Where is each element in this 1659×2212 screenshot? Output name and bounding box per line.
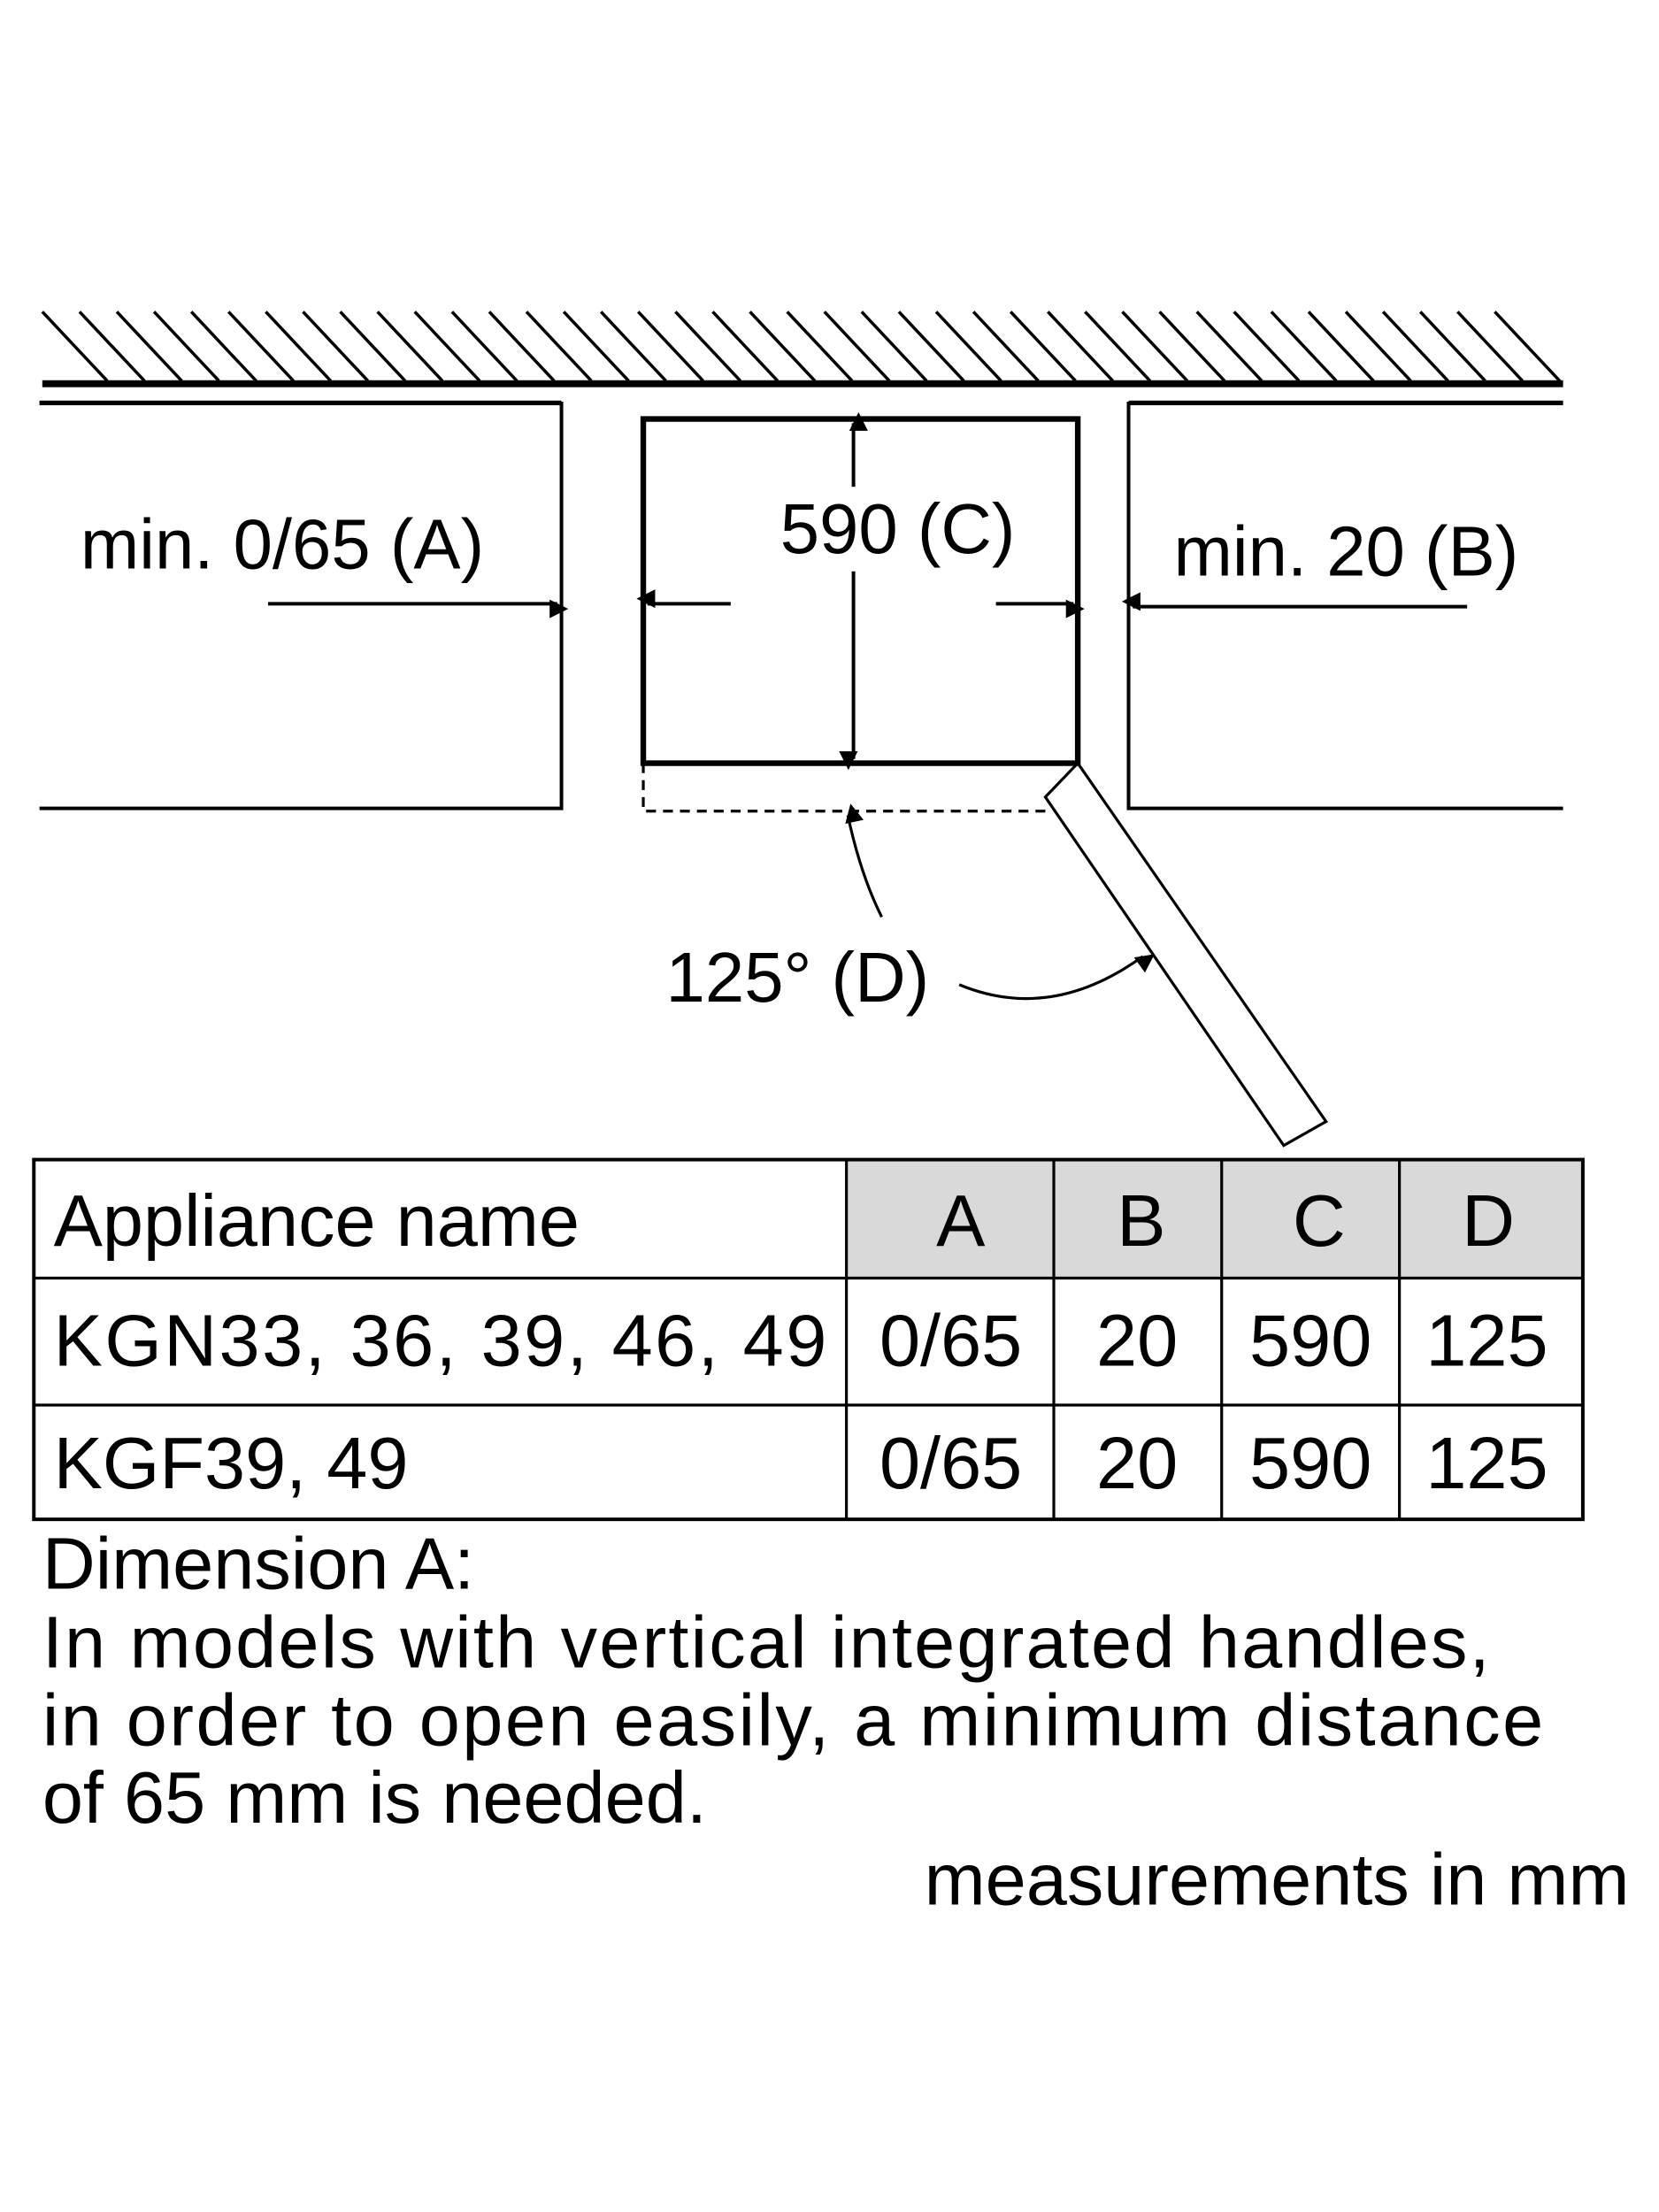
hatch-line	[1047, 311, 1114, 382]
hatch-line	[1381, 311, 1449, 382]
units-note: measurements in mm	[925, 1838, 1630, 1920]
hatch-line	[189, 311, 257, 382]
hatch-line	[1494, 311, 1562, 382]
hatch-line	[227, 311, 295, 382]
appliance-body	[640, 416, 1081, 766]
hatch-line	[860, 311, 928, 382]
hatch-line	[599, 311, 667, 382]
row2-b: 20	[1096, 1422, 1178, 1504]
header-a: A	[936, 1179, 986, 1262]
hatch-line	[78, 311, 146, 382]
row1-c: 590	[1249, 1299, 1371, 1381]
dimensions-table: Appliance name A B C D KGN33, 36, 39, 46…	[32, 1157, 1585, 1522]
hatch-line	[562, 311, 630, 382]
row1-b: 20	[1096, 1299, 1178, 1381]
hatch-line	[1084, 311, 1152, 382]
label-d: 125° (D)	[666, 938, 930, 1017]
hatch-line	[1270, 311, 1338, 382]
hatch-line	[1121, 311, 1189, 382]
header-d: D	[1462, 1179, 1515, 1262]
row1-name: KGN33, 36, 39, 46, 49	[54, 1299, 827, 1381]
hatch-line	[1233, 311, 1301, 382]
hatch-line	[488, 311, 556, 382]
left-cabinet	[39, 402, 564, 810]
table-border	[32, 1157, 1585, 1522]
hatch-line	[897, 311, 965, 382]
hatch-line	[1195, 311, 1263, 382]
row2-d: 125	[1425, 1422, 1548, 1504]
row1-a: 0/65	[879, 1299, 1022, 1381]
hatch-line	[749, 311, 817, 382]
label-a: min. 0/65 (A)	[81, 505, 484, 584]
header-b: B	[1117, 1179, 1165, 1262]
row2-c: 590	[1249, 1422, 1371, 1504]
hatch-line	[786, 311, 854, 382]
hatch-line	[934, 311, 1002, 382]
header-appliance-name: Appliance name	[54, 1179, 580, 1262]
hatch-line	[450, 311, 518, 382]
label-c: 590 (C)	[780, 489, 1016, 568]
note-line: of 65 mm is needed.	[42, 1756, 707, 1839]
hatch-line	[637, 311, 704, 382]
row1-d: 125	[1425, 1299, 1548, 1381]
hatch-line	[413, 311, 481, 382]
header-shade	[846, 1159, 1583, 1279]
hatch-line	[302, 311, 370, 382]
hatch-line	[41, 311, 109, 382]
hatch-line	[1158, 311, 1226, 382]
hatch-line	[1418, 311, 1486, 382]
hatch-line	[1344, 311, 1412, 382]
arrow-d-open	[958, 954, 1155, 1001]
hatch-line	[711, 311, 780, 382]
hatch-line	[1307, 311, 1375, 382]
hatch-line	[972, 311, 1040, 382]
hatch-line	[1456, 311, 1524, 382]
note-line: In models with vertical integrated handl…	[42, 1601, 1490, 1684]
row2-a: 0/65	[879, 1422, 1022, 1504]
hatch-line	[339, 311, 407, 382]
hatch-line	[525, 311, 593, 382]
door-closed-dashed	[641, 763, 1048, 813]
arrow-d-closed	[845, 803, 883, 918]
hatch-line	[115, 311, 183, 382]
hatch-line	[1009, 311, 1077, 382]
row2-name: KGF39, 49	[54, 1422, 409, 1504]
wall-hatching	[41, 311, 1562, 382]
hatch-line	[376, 311, 444, 382]
hatch-line	[152, 311, 220, 382]
header-c: C	[1293, 1179, 1346, 1262]
hatch-line	[823, 311, 891, 382]
hatch-line	[674, 311, 742, 382]
door-open	[1043, 761, 1329, 1148]
note-line: in order to open easily, a minimum dista…	[42, 1678, 1543, 1761]
label-b: min. 20 (B)	[1174, 512, 1519, 591]
hatch-line	[265, 311, 333, 382]
note-title: Dimension A:	[42, 1522, 474, 1604]
